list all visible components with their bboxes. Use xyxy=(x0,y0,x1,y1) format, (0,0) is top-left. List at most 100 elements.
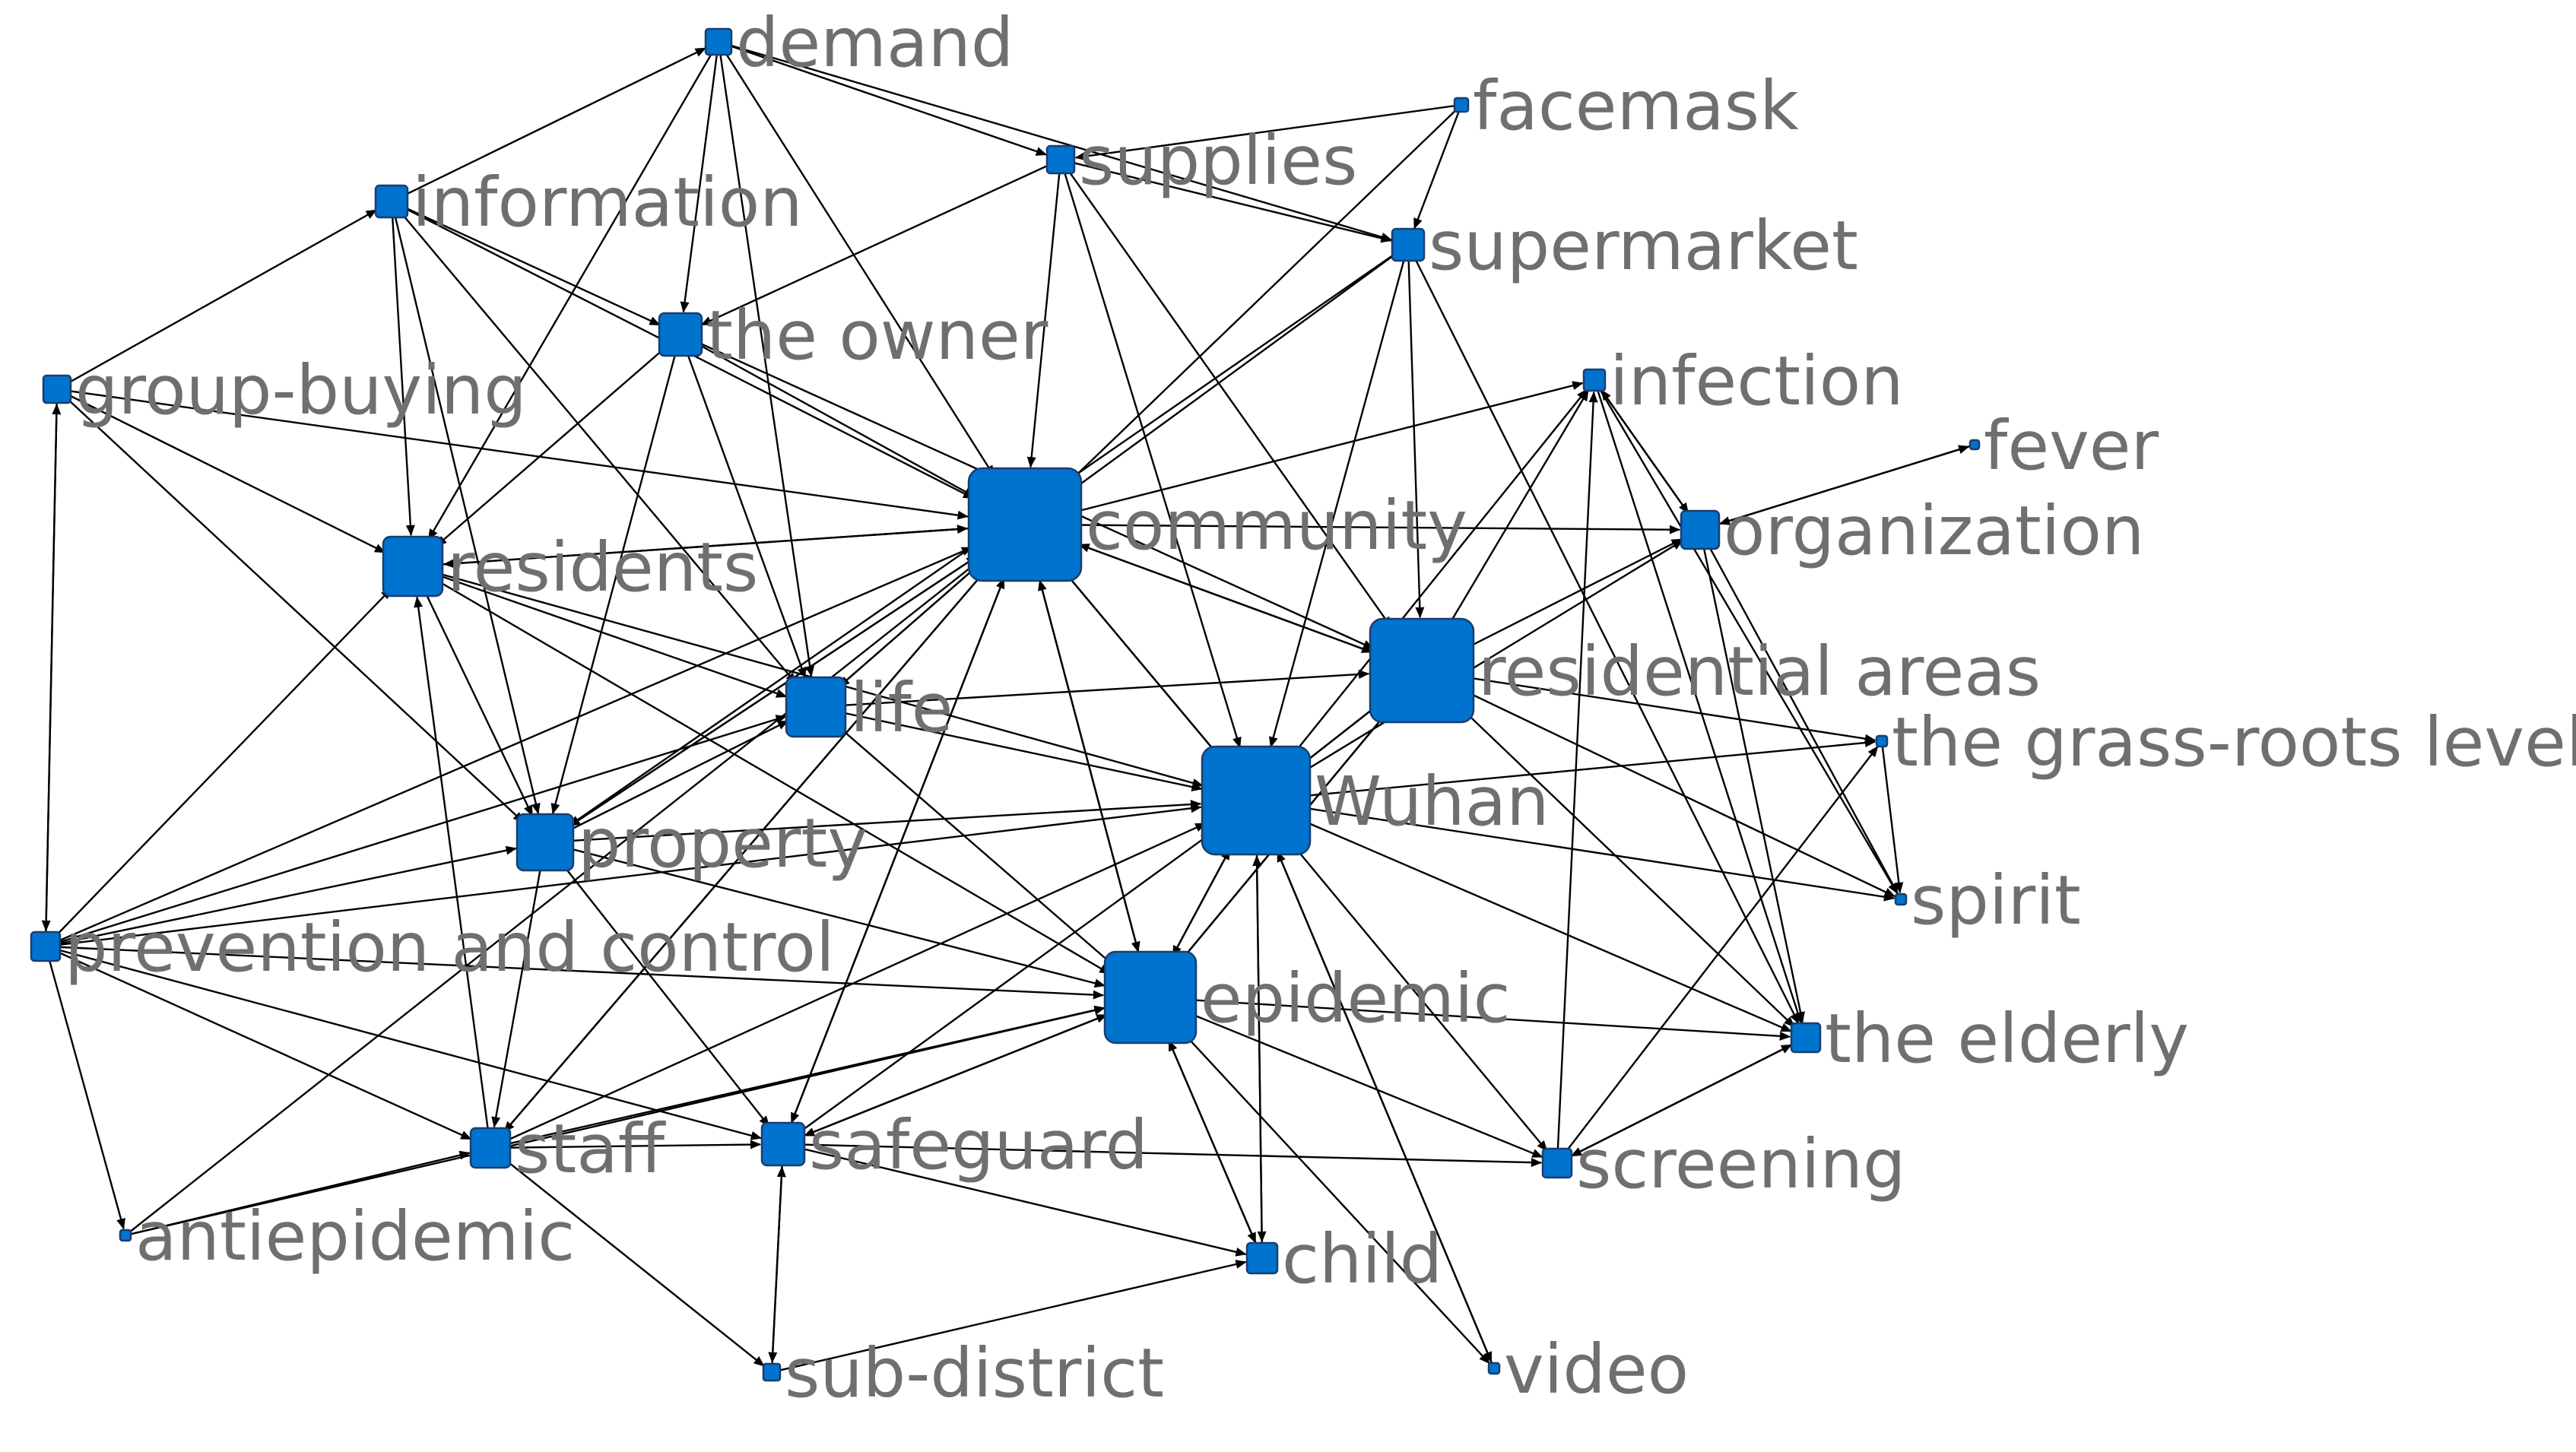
edge-wuhan-to-screening xyxy=(1255,800,1548,1152)
edge-staff-to-residents xyxy=(414,596,492,1149)
edges-layer xyxy=(41,40,1975,1374)
node-label-child: child xyxy=(1282,1219,1442,1298)
node-label-staff: staff xyxy=(515,1109,667,1188)
edge-group-buying-to-residents xyxy=(56,388,386,553)
edge-organization-to-the-elderly xyxy=(1699,529,1805,1023)
node-label-organization: organization xyxy=(1724,491,2144,570)
node-residents xyxy=(382,535,444,598)
edge-residential-areas-to-community xyxy=(1078,544,1423,672)
edge-safeguard-to-wuhan xyxy=(782,832,1212,1145)
node-label-spirit: spirit xyxy=(1911,861,2081,940)
node-organization xyxy=(1680,509,1721,550)
edge-supermarket-to-wuhan xyxy=(1268,244,1410,748)
edge-property-to-epidemic xyxy=(544,841,1106,988)
node-label-the-elderly: the elderly xyxy=(1825,999,2189,1078)
node-label-residents: residents xyxy=(447,528,758,607)
labels-layer: demandfacemasksuppliesinformationsuperma… xyxy=(65,3,2576,1412)
edge-safeguard-to-epidemic xyxy=(782,1013,1108,1146)
node-label-the-owner: the owner xyxy=(706,296,1048,375)
edge-organization-to-fever xyxy=(1699,445,1970,531)
edge-life-to-epidemic xyxy=(815,706,1116,968)
edge-demand-to-residents xyxy=(427,41,720,541)
node-label-epidemic: epidemic xyxy=(1201,959,1511,1038)
edge-residential-areas-to-the-elderly xyxy=(1421,670,1795,1028)
node-group-buying xyxy=(42,374,72,404)
edge-wuhan-to-infection xyxy=(1255,388,1588,801)
edge-safeguard-to-child xyxy=(782,1143,1247,1257)
edge-facemask-to-community xyxy=(1065,104,1462,486)
edge-prevention-to-community xyxy=(45,546,973,948)
edge-community-to-infection xyxy=(1024,381,1584,526)
edge-information-to-life xyxy=(391,201,797,684)
edge-sub-district-to-safeguard xyxy=(770,1165,786,1373)
edge-residents-to-life xyxy=(412,565,788,698)
edge-sub-district-to-child xyxy=(771,1260,1247,1374)
edge-supermarket-to-community xyxy=(1071,244,1409,492)
edge-demand-to-supplies xyxy=(718,40,1048,156)
edge-residential-areas-to-spirit xyxy=(1421,669,1896,898)
edge-supplies-to-residential-areas xyxy=(1060,159,1392,628)
node-child xyxy=(1245,1241,1279,1275)
node-wuhan xyxy=(1201,745,1312,856)
edge-antiepidemic-to-community xyxy=(125,560,981,1236)
edge-wuhan-to-spirit xyxy=(1255,799,1896,902)
edge-epidemic-to-video xyxy=(1150,997,1490,1365)
node-label-safeguard: safeguard xyxy=(809,1105,1148,1184)
edge-supermarket-to-residential-areas xyxy=(1407,244,1425,619)
edge-safeguard-to-screening xyxy=(782,1143,1543,1168)
node-supplies xyxy=(1045,144,1076,175)
edge-prevention-to-property xyxy=(45,845,517,948)
edge-prevention-to-life xyxy=(45,715,787,948)
edge-wuhan-to-the-elderly xyxy=(1255,799,1792,1032)
edge-screening-to-grass-roots xyxy=(1556,746,1879,1164)
edge-wuhan-to-grass-roots xyxy=(1255,738,1876,802)
edge-child-to-epidemic xyxy=(1168,1039,1264,1259)
edge-video-to-wuhan xyxy=(1277,851,1496,1369)
edge-group-buying-to-property xyxy=(56,388,525,823)
edge-the-elderly-to-screening xyxy=(1570,1036,1807,1157)
node-safeguard xyxy=(760,1121,806,1167)
node-label-facemask: facemask xyxy=(1473,66,1799,145)
node-epidemic xyxy=(1103,950,1198,1045)
edge-grass-roots-to-spirit xyxy=(1880,740,1904,894)
edge-information-to-the-owner xyxy=(391,200,661,326)
node-video xyxy=(1487,1362,1501,1375)
edge-demand-to-the-owner xyxy=(680,41,720,313)
edge-supermarket-to-the-elderly xyxy=(1407,244,1800,1025)
edge-property-to-life xyxy=(544,720,789,844)
edge-prevention-to-staff xyxy=(45,945,472,1140)
node-label-antiepidemic: antiepidemic xyxy=(135,1197,575,1276)
node-property xyxy=(516,813,575,872)
edge-infection-to-organization xyxy=(1594,379,1689,514)
edge-organization-to-spirit xyxy=(1699,529,1899,895)
node-label-group-buying: group-buying xyxy=(75,350,527,430)
node-fever xyxy=(1968,439,1981,451)
edge-child-to-wuhan xyxy=(1252,854,1264,1259)
node-information xyxy=(374,184,409,219)
edge-group-buying-to-information xyxy=(56,209,377,391)
edge-supplies-to-community xyxy=(1026,159,1062,468)
edge-supplies-to-supermarket xyxy=(1060,158,1392,243)
edge-demand-to-supermarket xyxy=(718,40,1393,242)
edge-the-owner-to-property xyxy=(550,334,682,815)
edge-epidemic-to-screening xyxy=(1150,996,1543,1159)
node-label-property: property xyxy=(578,804,868,883)
node-supermarket xyxy=(1391,227,1426,262)
node-staff xyxy=(469,1127,512,1169)
edge-demand-to-life xyxy=(717,41,815,677)
node-infection xyxy=(1582,368,1607,392)
node-label-life: life xyxy=(850,668,953,747)
node-the-elderly xyxy=(1790,1022,1822,1054)
node-label-infection: infection xyxy=(1610,341,1904,420)
edge-supplies-to-the-owner xyxy=(700,158,1061,326)
node-spirit xyxy=(1894,892,1908,906)
node-label-fever: fever xyxy=(1984,406,2159,485)
edge-the-owner-to-residents xyxy=(436,334,681,547)
node-antiepidemic xyxy=(119,1228,132,1242)
node-label-supermarket: supermarket xyxy=(1429,206,1858,285)
node-screening xyxy=(1541,1147,1573,1179)
edge-prevention-to-wuhan xyxy=(45,804,1202,948)
edge-safeguard-to-community xyxy=(782,577,1005,1145)
edge-residents-to-property xyxy=(411,566,534,816)
node-label-community: community xyxy=(1086,486,1467,565)
